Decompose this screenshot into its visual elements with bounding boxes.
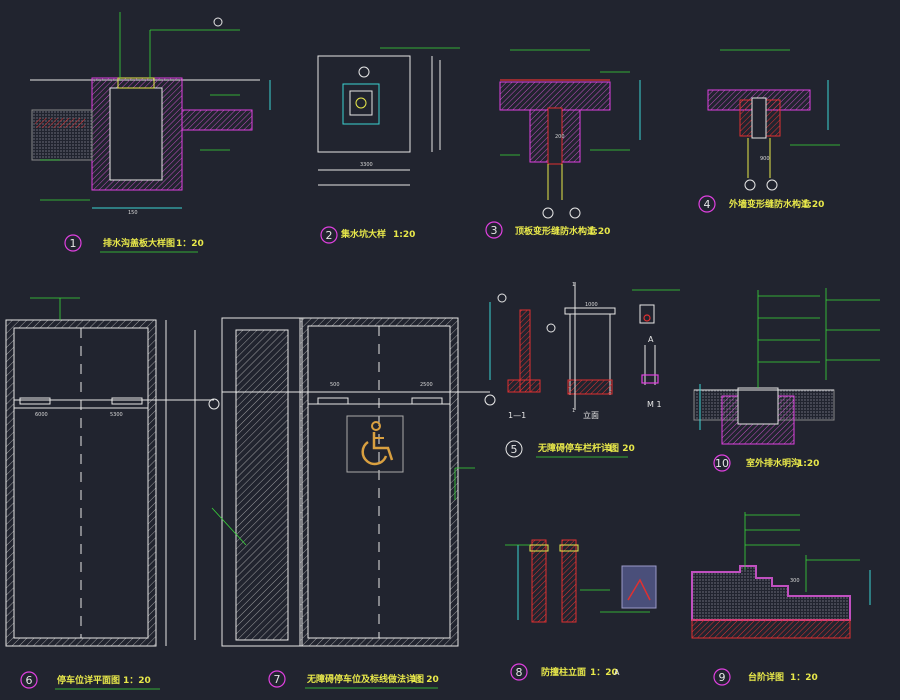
detail-7-title: 无障碍停车位及标线做法详图	[306, 673, 424, 685]
marker-m1-label: M 1	[647, 400, 662, 409]
dim-text-8: 300	[790, 578, 800, 584]
detail-2-title: 集水坑大样	[340, 228, 386, 240]
detail-8-bubble	[510, 663, 528, 681]
dim-text-4: 2500	[420, 382, 433, 388]
detail-5-drawing	[489, 282, 680, 410]
detail-5-bubble	[505, 440, 523, 458]
detail-2-number: 2	[326, 229, 333, 242]
dim-text-9: 200	[555, 134, 565, 140]
detail-4-drawing	[707, 49, 840, 191]
detail-8-drawing	[505, 539, 657, 623]
dim-text-10: 900	[760, 156, 770, 162]
detail-3-title: 顶板变形缝防水构造	[515, 225, 597, 237]
dim-text-6: 1000	[585, 302, 598, 308]
detail-7-scale: 1：20	[411, 675, 439, 685]
detail-6-drawing	[5, 297, 220, 647]
section-mark-top: 1	[572, 282, 575, 288]
detail-9-number: 9	[719, 671, 726, 684]
detail-6-number: 6	[26, 674, 33, 687]
detail-4-bubble	[698, 195, 716, 213]
detail-10-drawing	[693, 288, 880, 445]
detail-3-drawing	[499, 49, 641, 219]
detail-10-number: 10	[715, 457, 729, 470]
detail-9-scale: 1：20	[790, 673, 818, 683]
detail-1-bubble	[64, 234, 82, 252]
detail-2-bubble	[320, 226, 338, 244]
detail-3-number: 3	[491, 224, 498, 237]
detail-7-bubble	[268, 670, 286, 688]
detail-2-scale: 1:20	[393, 230, 415, 240]
detail-1-drawing	[30, 12, 271, 209]
dim-text-3: 500	[330, 382, 340, 388]
dim-text-7: 150	[128, 210, 138, 216]
detail-8-extra-marker: A	[614, 668, 620, 677]
detail-8-scale: 1：20	[590, 668, 618, 678]
detail-5-scale: 1：20	[607, 444, 635, 454]
detail-7-drawing	[211, 317, 496, 647]
detail-4-title: 外墙变形缝防水构造	[728, 198, 811, 210]
detail-2-drawing	[317, 47, 460, 186]
dim-text-2: 5300	[110, 412, 123, 418]
detail-5-number: 5	[511, 443, 518, 456]
dim-text-1: 6000	[35, 412, 48, 418]
detail-8-title: 防撞柱立面	[541, 666, 586, 678]
detail-8-number: 8	[516, 666, 523, 679]
detail-3-bubble	[485, 221, 503, 239]
detail-9-title: 台阶详图	[748, 671, 784, 683]
detail-10-scale: 1:20	[797, 459, 819, 469]
detail-1-number: 1	[70, 237, 77, 250]
wheelchair-icon	[361, 421, 394, 466]
detail-10-title: 室外排水明沟	[746, 457, 800, 469]
detail-6-title: 停车位详平面图	[57, 674, 120, 686]
detail-5-title: 无障碍停车栏杆详图	[537, 442, 619, 454]
detail-3-scale: 1:20	[588, 227, 610, 237]
detail-7-number: 7	[274, 673, 281, 686]
section-mark-bottom: 1	[572, 408, 575, 414]
detail-6-bubble	[20, 671, 38, 689]
detail-4-number: 4	[704, 198, 711, 211]
detail-1-scale: 1：20	[176, 239, 204, 249]
detail-10-bubble	[713, 454, 731, 472]
dim-text-5: 3300	[360, 162, 373, 168]
detail-1-title: 排水沟盖板大样图	[103, 237, 175, 249]
detail-9-drawing	[691, 512, 871, 639]
section-1-1-label: 1—1	[508, 411, 526, 420]
elevation-label: 立面	[583, 410, 599, 420]
detail-6-scale: 1：20	[123, 676, 151, 686]
detail-9-bubble	[713, 668, 731, 686]
marker-a-label: A	[648, 335, 654, 344]
detail-4-scale: 1:20	[802, 200, 824, 210]
